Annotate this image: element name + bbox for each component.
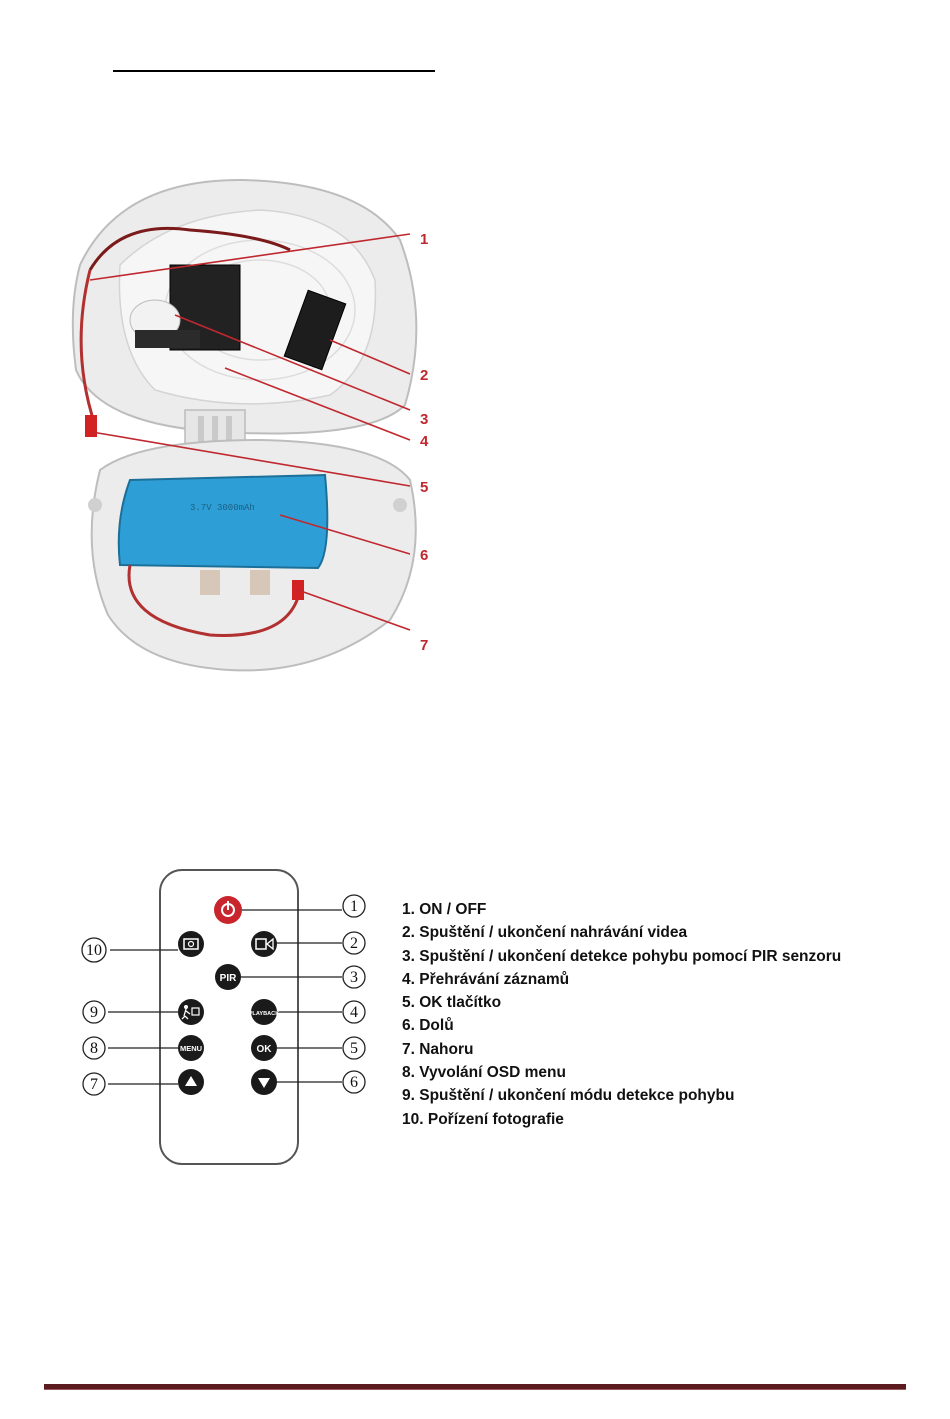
- remote-callout-7: 7: [90, 1076, 98, 1093]
- legend-item: 10. Pořízení fotografie: [402, 1110, 564, 1128]
- photo-callout-2: 2: [420, 367, 428, 384]
- sd-module: [283, 289, 347, 371]
- camera-icon: [183, 938, 199, 950]
- remote-callout-10: 10: [86, 942, 102, 959]
- photo-callout-6: 6: [420, 547, 428, 564]
- legend-item: 3. Spuštění / ukončení detekce pohybu po…: [402, 947, 842, 965]
- photo-callout-1: 1: [420, 231, 428, 248]
- legend-item: 2. Spuštění / ukončení nahrávání videa: [402, 924, 688, 942]
- down-arrow-icon: [258, 1078, 270, 1088]
- remote-callout-5: 5: [350, 1040, 358, 1057]
- pir-button: [215, 964, 241, 990]
- pir-label: PIR: [220, 973, 237, 984]
- motion-icon: [184, 1005, 188, 1009]
- remote-callout-4: 4: [350, 1004, 358, 1021]
- playback-button: [251, 999, 277, 1025]
- remote-callout-1: 1: [350, 898, 358, 915]
- legend-item: 4. Přehrávání záznamů: [402, 970, 570, 988]
- remote-callout-8: 8: [90, 1040, 98, 1057]
- remote-callout-3: 3: [350, 969, 358, 986]
- battery: [117, 473, 329, 570]
- ok-button: [251, 1035, 277, 1061]
- legend-item: 8. Vyvolání OSD menu: [402, 1064, 566, 1082]
- photo-callout-4: 4: [420, 433, 429, 450]
- legend-item: 9. Spuštění / ukončení módu detekce pohy…: [402, 1087, 735, 1105]
- header-rule: [113, 70, 435, 72]
- footer-rule: [44, 1384, 906, 1390]
- legend-item: 7. Nahoru: [402, 1040, 474, 1058]
- remote-control-figure: PIR PLAYBACK MENU OK 1 2 3 4 5 6 7 8 9 1…: [81, 869, 366, 1165]
- video-button: [251, 931, 277, 957]
- menu-label: MENU: [180, 1044, 202, 1053]
- legend-item: 6. Dolů: [402, 1017, 454, 1035]
- legend-item: 1. ON / OFF: [402, 901, 487, 918]
- menu-button: [178, 1035, 204, 1061]
- camera-button: [178, 931, 204, 957]
- motion-button: [178, 999, 204, 1025]
- photo-callout-5: 5: [420, 479, 428, 496]
- device-photo: 3.7V 3000mAh 1 2 3 4 5 6 7: [71, 178, 429, 672]
- photo-callout-7: 7: [420, 637, 428, 654]
- remote-legend: 1. ON / OFF 2. Spuštění / ukončení nahrá…: [402, 898, 841, 1131]
- remote-callout-9: 9: [90, 1004, 98, 1021]
- legend-item: 5. OK tlačítko: [402, 994, 502, 1012]
- up-arrow-icon: [185, 1076, 197, 1086]
- remote-callout-2: 2: [350, 935, 358, 952]
- photo-callout-3: 3: [420, 411, 428, 428]
- playback-label: PLAYBACK: [249, 1011, 280, 1017]
- ok-label: OK: [257, 1044, 273, 1055]
- svg-text:3.7V 3000mAh: 3.7V 3000mAh: [190, 503, 255, 513]
- remote-callout-6: 6: [350, 1074, 358, 1091]
